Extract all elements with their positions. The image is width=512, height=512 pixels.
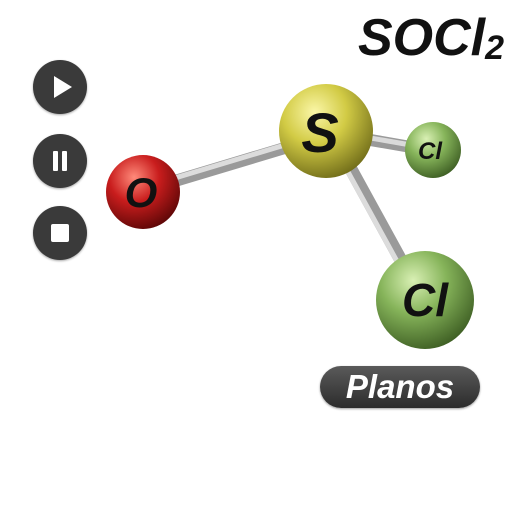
molecule-formula-title: SOCl2 bbox=[358, 8, 504, 78]
pause-button[interactable] bbox=[33, 134, 87, 188]
planos-button[interactable]: Planos bbox=[320, 366, 480, 408]
play-button[interactable] bbox=[33, 60, 87, 114]
stop-button[interactable] bbox=[33, 206, 87, 260]
formula-base: SOCl bbox=[357, 9, 486, 67]
play-icon bbox=[54, 76, 72, 98]
atom-chlorine-back[interactable]: Cl bbox=[405, 122, 461, 178]
atom-label-sulfur: S bbox=[301, 101, 338, 164]
atom-sulfur[interactable]: S bbox=[279, 84, 373, 178]
atom-label-chlorine-back: Cl bbox=[418, 138, 443, 165]
formula-subscript: 2 bbox=[485, 29, 504, 67]
pause-icon bbox=[53, 151, 67, 171]
atom-label-chlorine-front: Cl bbox=[402, 274, 449, 326]
stop-icon bbox=[51, 224, 69, 242]
atom-chlorine-front[interactable]: Cl bbox=[376, 251, 474, 349]
atom-label-oxygen: O bbox=[125, 169, 158, 216]
atom-oxygen[interactable]: O bbox=[106, 155, 180, 229]
